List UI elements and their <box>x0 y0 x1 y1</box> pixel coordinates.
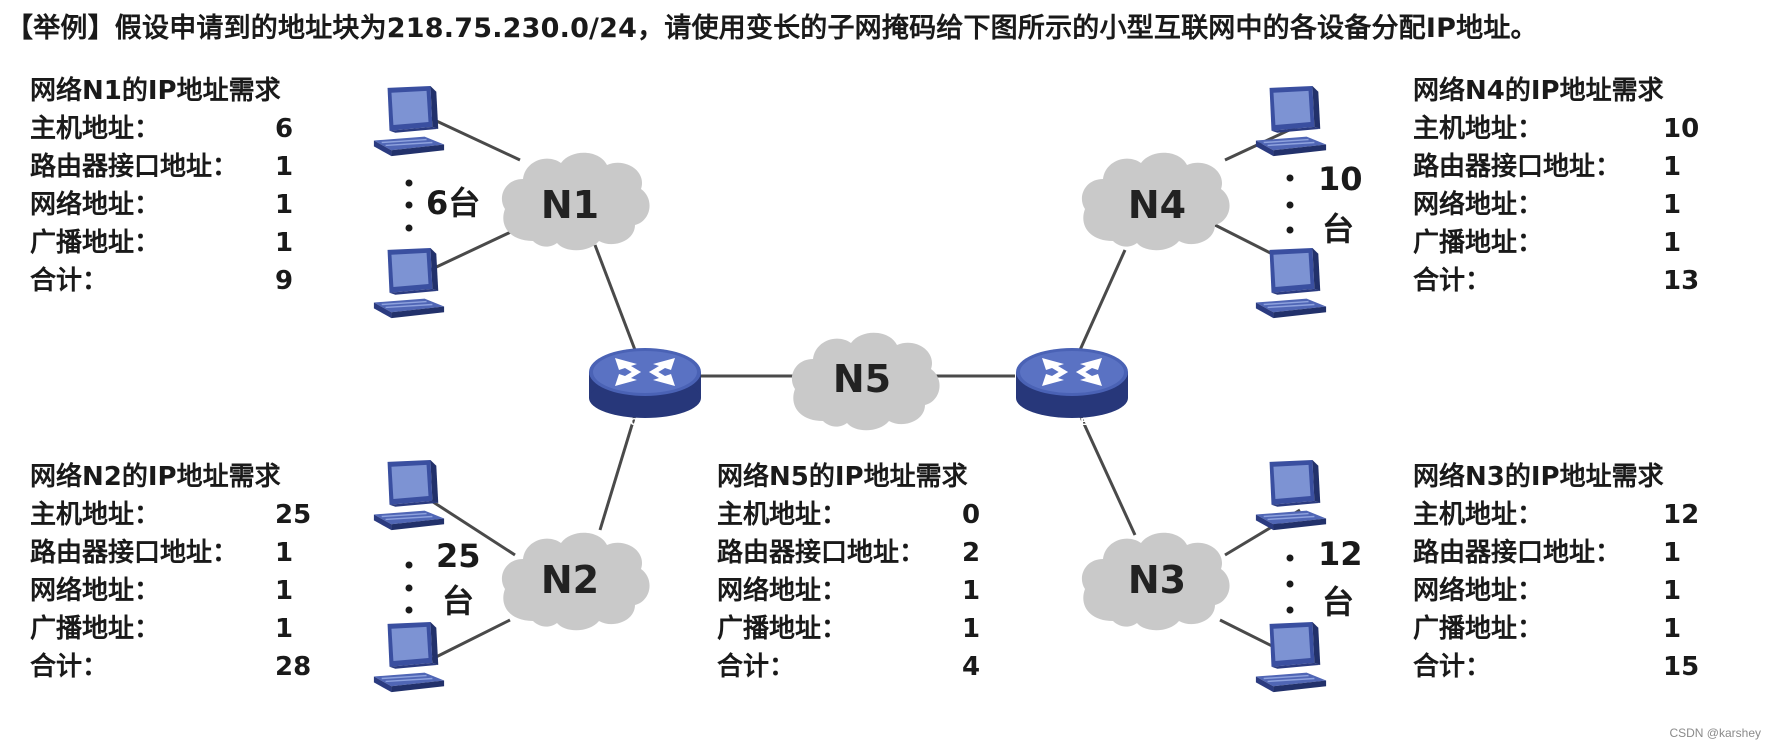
computer-icon <box>1255 459 1327 531</box>
router-right-icon <box>1016 348 1128 418</box>
router-left-label: ROUTER <box>622 417 668 428</box>
ellipsis-dots <box>405 174 1294 614</box>
req-row-broadcast: 广播地址：1 <box>1413 614 1682 644</box>
requirements-heading: 网络N1的IP地址需求 <box>30 76 281 106</box>
host-count-n2-number: 25 <box>436 537 481 575</box>
req-row-router: 路由器接口地址：1 <box>1413 538 1682 568</box>
host-count-n2-unit: 台 <box>442 582 474 620</box>
req-row-network: 网络地址：1 <box>717 576 981 606</box>
requirements-n3: 网络N3的IP地址需求 主机地址：12 路由器接口地址：1 网络地址：1 广播地… <box>1413 458 1699 686</box>
cloud-label-n2: N2 <box>541 558 599 602</box>
link-router-left-n2 <box>598 414 637 531</box>
host-count-n4-number: 10 <box>1318 160 1363 198</box>
link-pc-n1-top <box>429 116 521 162</box>
req-row-broadcast: 广播地址：1 <box>717 614 981 644</box>
cloud-label-n3: N3 <box>1128 558 1186 602</box>
link-pc-n2-bottom <box>429 618 511 662</box>
router-left-icon <box>589 348 701 418</box>
host-count-n3-unit: 台 <box>1322 583 1354 621</box>
computer-icon <box>373 621 445 693</box>
link-pc-n1-bottom <box>429 228 516 272</box>
requirements-n5: 网络N5的IP地址需求 主机地址：0 路由器接口地址：2 网络地址：1 广播地址… <box>717 458 980 686</box>
page-title: 【举例】假设申请到的地址块为218.75.230.0/24，请使用变长的子网掩码… <box>6 13 1538 44</box>
req-row-broadcast: 广播地址：1 <box>30 614 294 644</box>
req-row-host: 主机地址：10 <box>1413 114 1700 144</box>
requirements-heading: 网络N2的IP地址需求 <box>30 462 281 492</box>
host-count-n3-number: 12 <box>1318 535 1363 573</box>
req-row-router: 路由器接口地址：1 <box>1413 152 1682 182</box>
computer-icon <box>373 459 445 531</box>
requirements-n1: 网络N1的IP地址需求 主机地址：6 路由器接口地址：1 网络地址：1 广播地址… <box>30 72 293 300</box>
req-row-host: 主机地址：25 <box>30 500 312 530</box>
host-count-n4-unit: 台 <box>1322 210 1354 248</box>
router-right-label: ROUTER <box>1049 417 1095 428</box>
requirements-n4: 网络N4的IP地址需求 主机地址：10 路由器接口地址：1 网络地址：1 广播地… <box>1413 72 1699 300</box>
cloud-label-n1: N1 <box>541 183 599 227</box>
link-router-right-n3 <box>1078 414 1137 536</box>
req-row-host: 主机地址：0 <box>717 500 981 530</box>
req-row-total: 合计：28 <box>30 652 312 682</box>
req-row-network: 网络地址：1 <box>1413 576 1682 606</box>
cloud-label-n4: N4 <box>1128 183 1186 227</box>
router-left: ROUTER <box>589 348 701 428</box>
req-row-broadcast: 广播地址：1 <box>30 228 294 258</box>
req-row-router: 路由器接口地址：1 <box>30 538 294 568</box>
req-row-total: 合计：15 <box>1413 652 1700 682</box>
req-row-network: 网络地址：1 <box>30 190 294 220</box>
req-row-router: 路由器接口地址：2 <box>717 538 981 568</box>
link-pc-n2-top <box>429 498 516 557</box>
req-row-router: 路由器接口地址：1 <box>30 152 294 182</box>
watermark: CSDN @karshey <box>1669 726 1761 740</box>
requirements-heading: 网络N5的IP地址需求 <box>717 462 968 492</box>
req-row-host: 主机地址：6 <box>30 114 294 144</box>
link-n1-router-left <box>593 244 637 351</box>
computer-icon <box>1255 621 1327 693</box>
computer-icon <box>1255 85 1327 157</box>
requirements-heading: 网络N3的IP地址需求 <box>1413 462 1664 492</box>
cloud-label-n5: N5 <box>833 357 891 401</box>
req-row-total: 合计：9 <box>30 266 294 296</box>
computer-icon <box>373 85 445 157</box>
requirements-n2: 网络N2的IP地址需求 主机地址：25 路由器接口地址：1 网络地址：1 广播地… <box>30 458 311 686</box>
req-row-network: 网络地址：1 <box>30 576 294 606</box>
req-row-total: 合计：4 <box>717 652 981 682</box>
host-count-n1: 6台 <box>426 184 480 222</box>
requirements-heading: 网络N4的IP地址需求 <box>1413 76 1664 106</box>
req-row-network: 网络地址：1 <box>1413 190 1682 220</box>
req-row-host: 主机地址：12 <box>1413 500 1700 530</box>
req-row-total: 合计：13 <box>1413 266 1700 296</box>
router-right: ROUTER <box>1016 348 1128 428</box>
computer-icon <box>1255 247 1327 319</box>
req-row-broadcast: 广播地址：1 <box>1413 228 1682 258</box>
link-router-right-n4 <box>1078 249 1127 351</box>
computer-icon <box>373 247 445 319</box>
